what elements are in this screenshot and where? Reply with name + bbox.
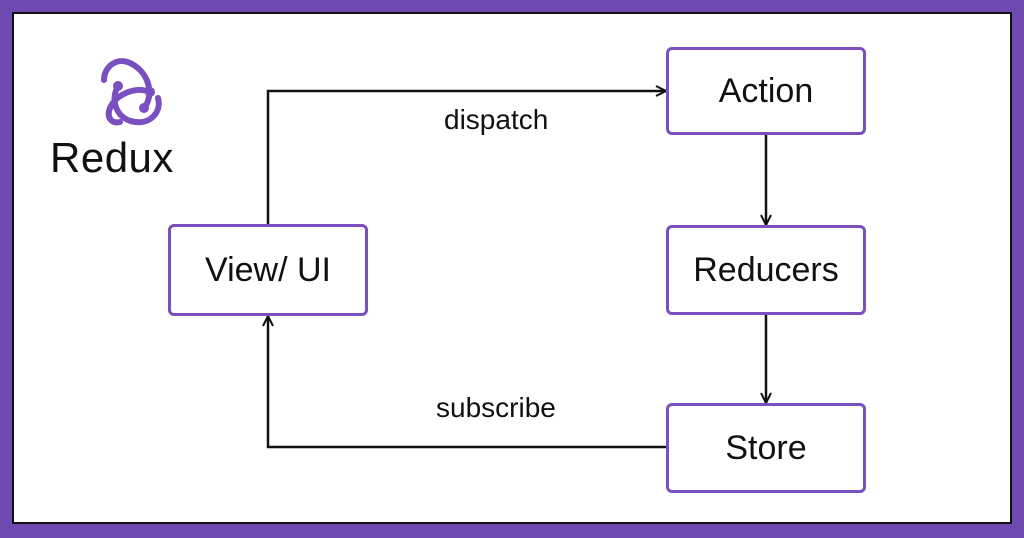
diagram-canvas: Redux View/ UI Action Reducers Store dis… [12, 12, 1012, 524]
brand: Redux [50, 34, 210, 184]
action-label: Action [718, 71, 814, 110]
view-ui-label: View/ UI [205, 250, 331, 289]
reducers-node: Reducers [666, 225, 866, 315]
subscribe-arrow [268, 316, 666, 449]
brand-name: Redux [50, 134, 174, 181]
arrows-layer [14, 14, 1014, 449]
reducers-label: Reducers [693, 250, 839, 289]
dispatch-label: dispatch [444, 104, 549, 135]
dispatch-arrow [266, 91, 666, 224]
redux-logo-icon [101, 58, 162, 126]
store-label: Store [725, 428, 807, 467]
view-ui-node: View/ UI [168, 224, 368, 316]
action-node: Action [666, 47, 866, 135]
store-node: Store [666, 403, 866, 493]
subscribe-label: subscribe [436, 392, 556, 423]
